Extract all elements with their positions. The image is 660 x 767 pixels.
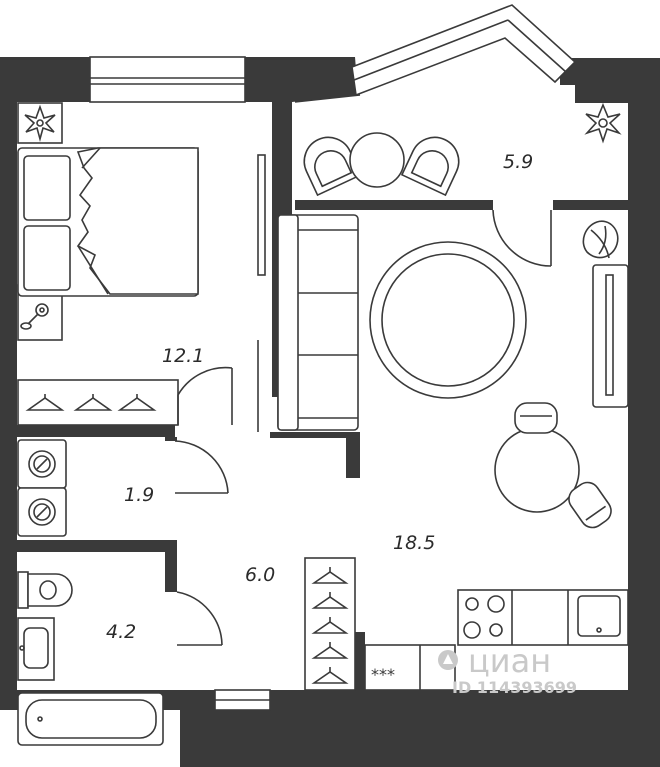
chair-right-icon xyxy=(568,481,612,529)
bathtub-icon xyxy=(17,692,164,746)
hall: 6.0 xyxy=(176,557,356,691)
chair-top-icon xyxy=(514,402,558,434)
plant-icon-living xyxy=(582,220,619,259)
balcony-table xyxy=(349,132,405,188)
cian-logo-icon xyxy=(438,650,458,670)
watermark: циан ID 114393699 xyxy=(438,642,577,697)
entrance-door-swing xyxy=(176,591,223,646)
round-rug xyxy=(369,241,527,399)
walls xyxy=(0,57,660,767)
laundry: 1.9 xyxy=(17,439,229,537)
sliding-door xyxy=(257,154,266,276)
living-room: 18.5 xyxy=(277,214,629,554)
bathroom: 4.2 xyxy=(17,571,164,746)
plant-icon xyxy=(24,104,56,143)
kitchen: *** xyxy=(364,589,629,691)
bedroom-area-label: 12.1 xyxy=(162,345,204,367)
armchair-left-icon xyxy=(303,136,363,197)
fridge-mark: *** xyxy=(371,665,395,684)
blanket xyxy=(76,147,199,295)
windows xyxy=(89,4,577,711)
toilet-icon xyxy=(17,571,73,609)
laundry-door-swing xyxy=(174,440,229,494)
balcony-door-swing xyxy=(492,209,552,267)
laundry-area-label: 1.9 xyxy=(124,484,154,506)
bathroom-area-label: 4.2 xyxy=(106,621,136,643)
hangers-bedroom xyxy=(25,394,157,411)
bedroom-door-swing xyxy=(177,366,233,425)
balcony-area-label: 5.9 xyxy=(503,151,533,173)
fridge xyxy=(364,644,456,691)
dryer-icon xyxy=(28,498,56,526)
washer-icon xyxy=(28,450,56,478)
lamp-icon xyxy=(20,303,49,330)
watermark-brand: циан xyxy=(468,642,551,680)
plant-icon-balcony xyxy=(584,102,622,144)
washbasin-icon xyxy=(17,617,55,681)
balcony: 5.9 xyxy=(294,94,622,267)
living-area-label: 18.5 xyxy=(393,532,435,554)
hall-area-label: 6.0 xyxy=(245,564,275,586)
hangers-hall xyxy=(311,567,349,684)
stove-icon xyxy=(463,595,505,639)
watermark-id: ID 114393699 xyxy=(452,678,577,697)
sink-icon xyxy=(577,595,621,637)
bedroom xyxy=(17,102,266,432)
dining-table xyxy=(494,427,580,513)
armchair-right-icon xyxy=(400,136,460,197)
tv xyxy=(605,274,614,396)
